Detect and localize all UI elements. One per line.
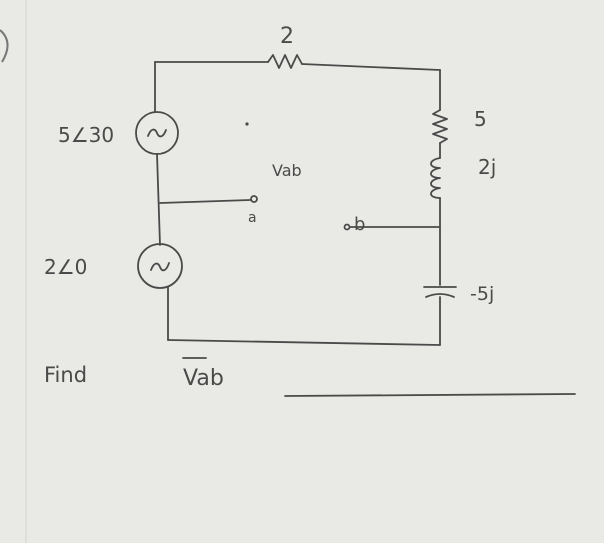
- resistor-top: [267, 54, 303, 69]
- answer-line: [284, 393, 576, 397]
- label-target-vab: Vab: [183, 366, 224, 391]
- label-vab-center: Vab: [272, 161, 302, 180]
- hole-punch-mark: [0, 29, 9, 63]
- label-node-b: b: [354, 214, 365, 235]
- label-capacitor: -5j: [470, 283, 494, 305]
- wire-left-mid: [156, 153, 161, 246]
- capacitor-plate-bottom: [425, 293, 455, 298]
- wire-top-right: [301, 63, 441, 71]
- source-upper-symbol: [147, 128, 167, 138]
- wire-to-node-a: [159, 199, 251, 204]
- node-a-terminal: [250, 195, 258, 203]
- label-resistor-top: 2: [280, 24, 294, 49]
- inductor: [430, 157, 441, 199]
- source-lower-symbol: [150, 262, 170, 272]
- resistor-right: [432, 109, 448, 144]
- label-resistor-right: 5: [474, 107, 487, 131]
- label-node-a: a: [248, 210, 257, 226]
- label-source-upper: 5∠30: [58, 123, 114, 147]
- label-source-lower: 2∠0: [44, 255, 87, 279]
- label-find: Find: [44, 363, 87, 387]
- stray-dot: [245, 122, 249, 126]
- label-inductor: 2j: [478, 155, 496, 179]
- source-lower-circle: [137, 243, 183, 289]
- node-b-terminal: [343, 223, 351, 231]
- wire-bottom: [167, 339, 441, 346]
